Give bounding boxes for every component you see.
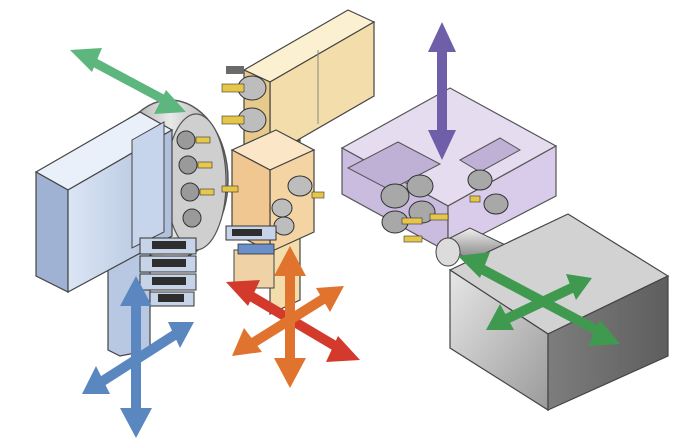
lower-post-tools xyxy=(221,175,325,255)
green-arrow-top-left xyxy=(70,48,186,114)
sub-spindle-tool-block xyxy=(340,87,558,254)
lower-tool-post xyxy=(221,129,325,289)
sub-block-tools xyxy=(380,169,509,243)
green-arrow-cross-headstock xyxy=(458,252,620,346)
turret-rib xyxy=(131,121,165,249)
turret-face xyxy=(165,113,227,251)
orange-arrow-cross xyxy=(232,246,344,388)
turret-radial-tools xyxy=(176,130,215,228)
turret-block-side xyxy=(35,170,69,293)
turret-tool-stack xyxy=(139,237,197,307)
upper-post-tools xyxy=(221,66,267,133)
purple-arrow-vertical xyxy=(428,22,456,160)
spindle-nose xyxy=(435,237,461,267)
blue-arrow-cross xyxy=(82,276,194,438)
turret-tool-holder xyxy=(34,99,229,357)
